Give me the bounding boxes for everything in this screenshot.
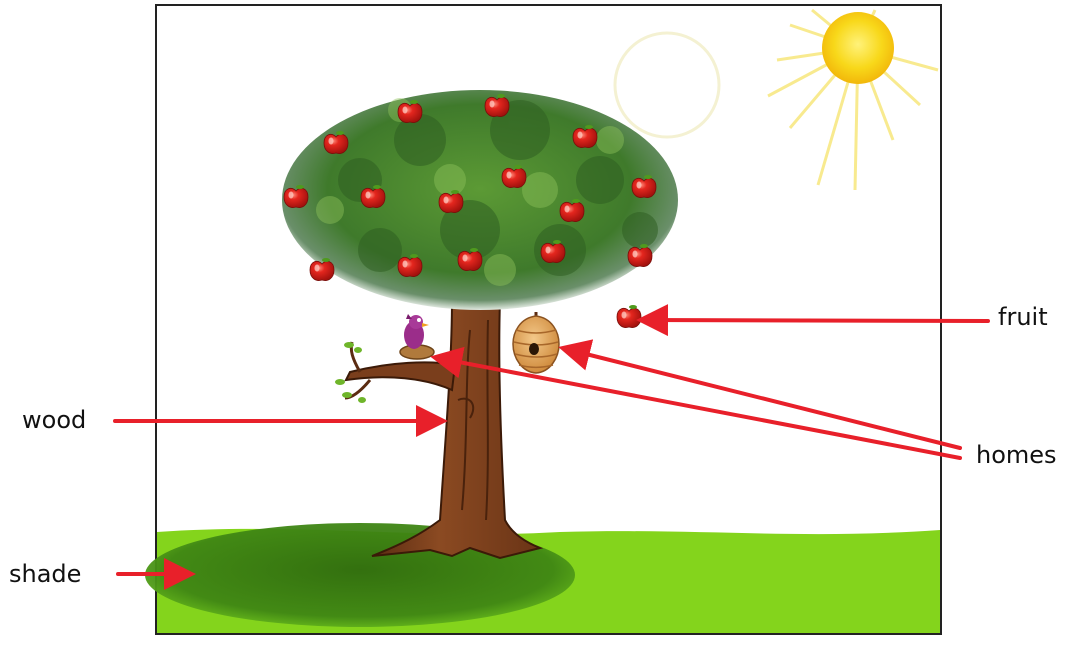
label-wood: wood	[22, 408, 86, 432]
label-homes: homes	[976, 443, 1057, 467]
label-shade: shade	[9, 562, 81, 586]
tree-crown	[282, 90, 678, 310]
label-fruit: fruit	[998, 305, 1048, 329]
fruit-arrow	[644, 320, 988, 321]
